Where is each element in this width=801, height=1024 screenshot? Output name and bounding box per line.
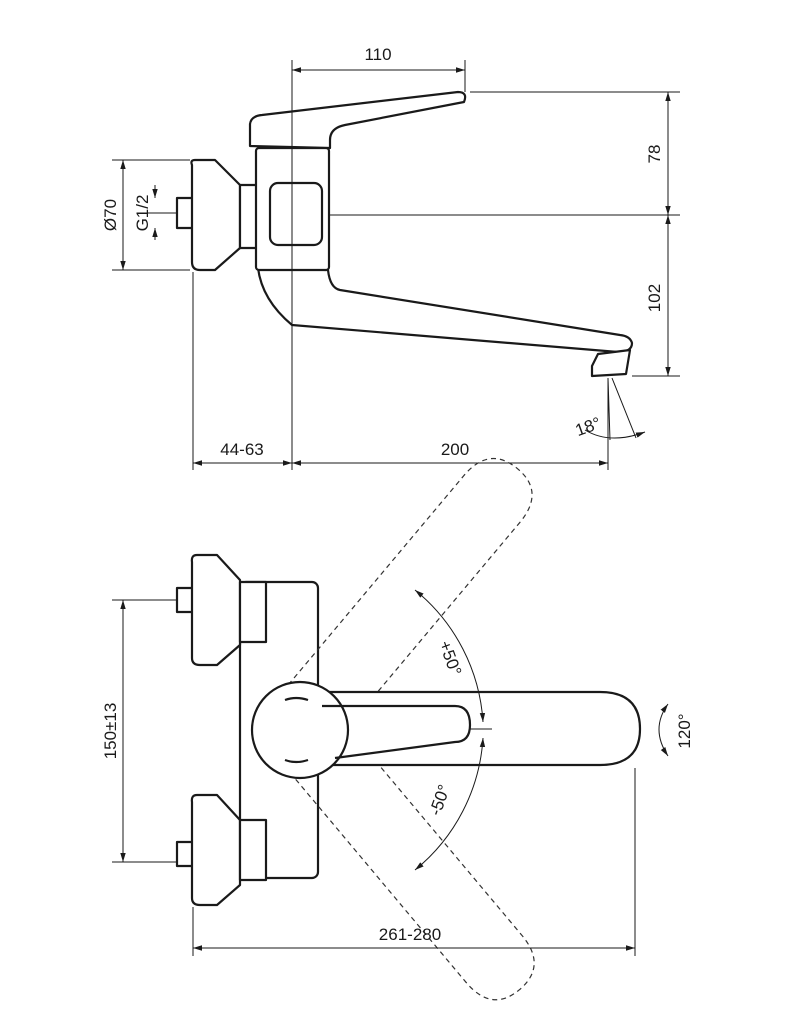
aerator (590, 348, 632, 378)
dim-overall-length: 261-280 (379, 925, 441, 944)
upper-wall-flange (190, 553, 242, 667)
dim-projection: 200 (441, 440, 469, 459)
dim-spout-drop: 102 (645, 284, 664, 312)
dim-thread: G1/2 (133, 195, 152, 232)
body-recess (268, 181, 324, 247)
top-view: 150±13 261-280 +50° -50° 120° (101, 457, 694, 1001)
wall-flange (190, 158, 242, 272)
dim-spout-swivel: 120° (675, 713, 694, 748)
dim-lever-length: 110 (364, 45, 391, 64)
lever-position-up (270, 457, 533, 753)
side-view: 110 78 102 Ø70 G1/2 44-63 200 18° (101, 45, 680, 470)
spout (256, 266, 634, 354)
dim-centres: 150±13 (101, 703, 120, 760)
lever-hub (250, 680, 350, 780)
lever-handle (248, 90, 467, 150)
lower-connector (238, 818, 268, 882)
lower-wall-flange (190, 793, 242, 907)
dim-wall-offset: 44-63 (220, 440, 263, 459)
dim-lever-down: -50° (426, 782, 455, 818)
upper-connector (238, 580, 268, 644)
dim-lever-height: 78 (645, 145, 664, 164)
dim-flange-diameter: Ø70 (101, 199, 120, 231)
